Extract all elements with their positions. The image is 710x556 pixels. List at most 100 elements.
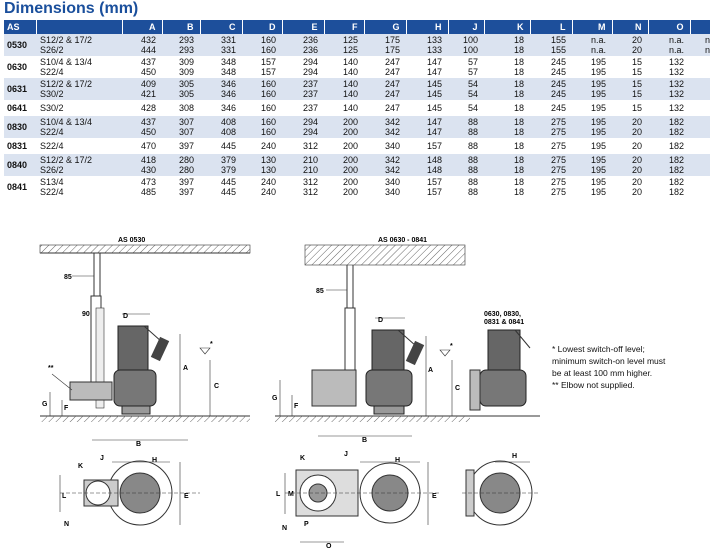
- value-cell: 54: [448, 100, 484, 116]
- dim-h-left: H: [152, 457, 157, 464]
- cell-line: 200: [342, 176, 358, 187]
- cell-line: 200: [342, 154, 358, 165]
- cell-line: 195: [590, 140, 606, 151]
- star-left: *: [210, 341, 213, 348]
- column-header: B: [162, 20, 201, 34]
- cell-line: 418: [140, 154, 156, 165]
- value-cell: 25: [690, 138, 710, 154]
- cell-line: 240: [260, 187, 276, 197]
- cell-line: 200: [342, 165, 358, 175]
- cell-line: 348: [220, 56, 236, 67]
- value-cell: 2525: [690, 176, 710, 198]
- table-header: ASABCDEFGHJKLMNOP: [4, 20, 710, 34]
- dim-a-mid: A: [428, 367, 433, 374]
- value-cell: 312: [282, 138, 324, 154]
- cell-line: 18: [513, 67, 524, 77]
- value-cell: 195: [572, 100, 612, 116]
- cell-line: 245: [550, 78, 566, 89]
- dim-g-mid: G: [272, 395, 278, 402]
- cell-line: 18: [513, 89, 524, 99]
- dim-n-left: N: [64, 521, 69, 528]
- cell-line: 157: [260, 56, 276, 67]
- cell-line: 88: [467, 165, 478, 175]
- cell-line: 210: [302, 165, 318, 175]
- cell-line: 160: [260, 102, 276, 113]
- as-cell: 0830: [4, 116, 36, 138]
- dim-p-mid: P: [304, 521, 309, 528]
- cell-line: 182: [668, 116, 684, 127]
- technical-drawings: AS 0530 85 90 D A * C ** G F B: [39, 237, 540, 550]
- cell-line: 148: [426, 154, 442, 165]
- value-cell: 2525: [690, 154, 710, 176]
- cell-line: 15: [631, 56, 642, 67]
- cell-line: 18: [513, 127, 524, 137]
- cell-line: 130: [260, 165, 276, 175]
- notes: * Lowest switch-off level; minimum switc…: [552, 343, 702, 391]
- cell-line: S22/4: [40, 187, 64, 197]
- value-cell: 140: [324, 100, 364, 116]
- cell-line: 342: [384, 154, 400, 165]
- column-header: J: [448, 20, 485, 34]
- column-header: O: [648, 20, 691, 34]
- cell-line: 305: [178, 89, 194, 99]
- plan-view-as-0530: K J H E L N: [59, 455, 200, 528]
- cell-line: 342: [384, 165, 400, 175]
- cell-line: 195: [590, 187, 606, 197]
- value-cell: 195: [572, 138, 612, 154]
- cell-line: 175: [384, 45, 400, 55]
- cell-line: 100: [462, 45, 478, 55]
- cell-line: n.a.: [590, 34, 606, 45]
- cell-line: 140: [342, 67, 358, 77]
- cell-line: 54: [467, 89, 478, 99]
- cell-line: 40: [690, 67, 710, 78]
- value-cell: 160: [242, 100, 282, 116]
- cell-line: S12/2 & 17/2: [40, 154, 93, 165]
- cell-line: 182: [668, 154, 684, 165]
- cell-line: n.a.: [704, 45, 710, 55]
- value-cell: 15: [612, 100, 648, 116]
- cell-line: 200: [342, 127, 358, 137]
- value-cell: 275: [530, 138, 572, 154]
- cell-line: 20: [631, 154, 642, 165]
- cell-line: 445: [220, 187, 236, 197]
- cell-line: 309: [178, 67, 194, 77]
- cell-line: 145: [426, 78, 442, 89]
- note-line: ** Elbow not supplied.: [552, 380, 635, 390]
- column-header: D: [242, 20, 283, 34]
- cell-line: 305: [178, 78, 194, 89]
- cell-line: 182: [668, 187, 684, 197]
- cell-line: S30/2: [40, 89, 64, 99]
- cell-line: 195: [590, 78, 606, 89]
- cell-line: 140: [342, 56, 358, 67]
- cell-line: 15: [631, 89, 642, 99]
- cell-line: 15: [631, 78, 642, 89]
- cell-line: 473: [140, 176, 156, 187]
- value-cell: 145: [406, 100, 448, 116]
